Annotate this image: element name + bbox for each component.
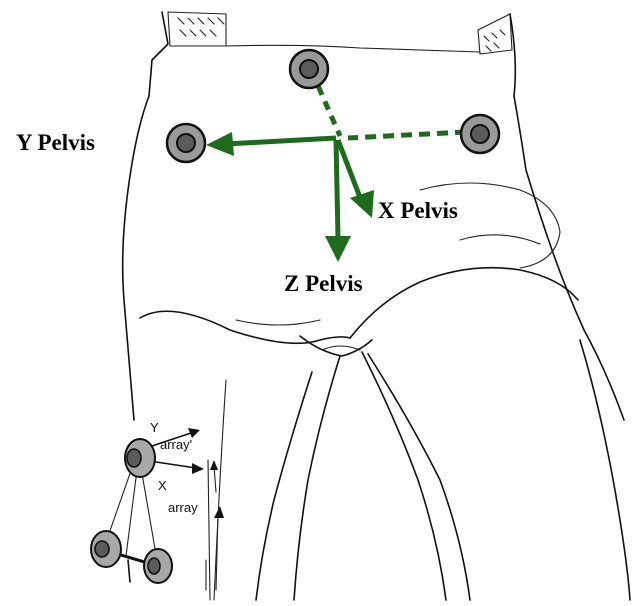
y-axis-arrowhead — [206, 132, 234, 156]
y-pelvis-label: Y Pelvis — [16, 130, 95, 155]
body-outline — [123, 12, 630, 600]
right-leg-seam — [368, 354, 470, 600]
right-marker-dashed-line — [348, 132, 466, 138]
belt-loop-right — [478, 14, 512, 54]
array-stem — [128, 560, 130, 582]
z-pelvis-label: Z Pelvis — [284, 271, 363, 296]
right-pocket-curve — [420, 183, 560, 268]
marker-array: Y array' X array — [91, 420, 224, 590]
array-x-letter: X — [158, 478, 167, 493]
belt-loop-left — [168, 12, 226, 46]
waistline — [226, 45, 480, 52]
x-axis-arrowhead — [350, 190, 374, 218]
x-pelvis-label: X Pelvis — [378, 198, 458, 223]
pelvis-top-marker — [290, 50, 328, 88]
y-axis-shaft — [226, 138, 336, 144]
right-leg-outer — [580, 340, 630, 600]
array-y-letter: Y — [150, 420, 159, 435]
array-left-marker — [91, 531, 121, 567]
array-right-marker — [144, 549, 172, 583]
left-leg-crease — [208, 460, 210, 600]
array-z-arrowhead-upper — [210, 460, 218, 470]
z-axis-arrowhead — [325, 236, 351, 262]
right-leg-inner — [362, 352, 446, 600]
array-x-word: array — [168, 500, 198, 515]
pelvis-axes — [206, 72, 466, 262]
belt-loop-left-hatch — [178, 18, 224, 36]
right-hip-line — [514, 96, 624, 420]
right-buttock-curve — [350, 268, 578, 338]
belt-loop-right-hatch — [484, 30, 505, 51]
array-x-arrowhead — [192, 463, 204, 474]
z-axis-shaft — [336, 140, 338, 238]
left-buttock-curve — [140, 311, 350, 343]
fold-left — [236, 320, 320, 325]
fold-right — [460, 235, 540, 244]
left-leg-inner — [294, 356, 340, 600]
array-x-axis — [156, 462, 196, 468]
array-top-marker — [125, 439, 155, 477]
pelvis-right-marker — [461, 115, 499, 153]
left-leg-seam — [256, 372, 312, 600]
array-y-word: array' — [160, 437, 192, 452]
left-hip-line — [123, 96, 149, 420]
x-axis-shaft — [338, 140, 361, 200]
crotch-inner — [322, 346, 360, 350]
pelvis-left-marker — [167, 124, 205, 162]
waistband-left — [149, 12, 168, 96]
